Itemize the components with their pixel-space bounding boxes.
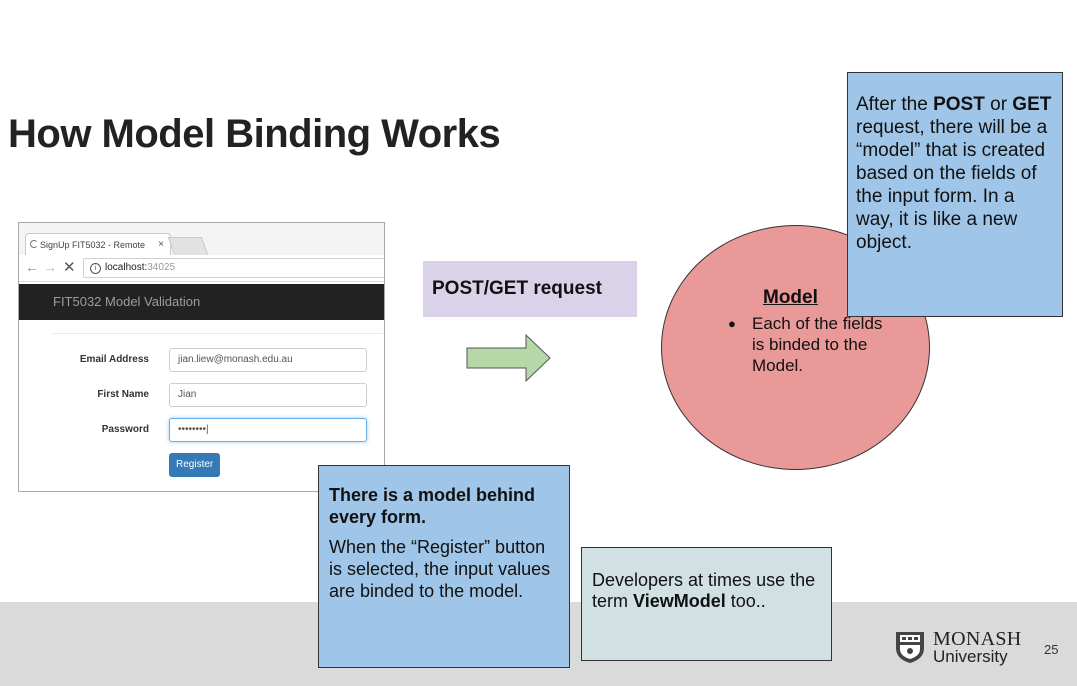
note-model-behind-form: There is a model behind every form. When… [318,465,570,668]
stop-icon[interactable]: ✕ [63,259,76,276]
url-host: localhost: [105,262,148,273]
page-number: 25 [1044,642,1059,657]
tab-close-icon[interactable]: × [158,239,164,250]
app-navbar: FIT5032 Model Validation [19,284,384,320]
tab-title: SignUp FIT5032 - Remote [40,240,146,250]
info-icon[interactable]: i [90,263,101,274]
navbar-brand[interactable]: FIT5032 Model Validation [53,294,201,309]
model-bullet: Each of the fields is binded to the Mode… [728,313,888,376]
url-input[interactable]: i localhost:34025 [83,258,384,278]
email-label: Email Address [79,354,149,365]
browser-screenshot: SignUp FIT5032 - Remote × ← → ✕ i localho… [18,222,385,492]
password-field[interactable]: ••••••••| [169,418,367,442]
register-button[interactable]: Register [169,453,221,477]
browser-tab[interactable]: SignUp FIT5032 - Remote × [25,233,171,255]
model-bullet-list: Each of the fields is binded to the Mode… [728,313,888,376]
password-label: Password [101,424,149,435]
first-name-label: First Name [97,389,149,400]
note-after-text-3: request, there will be a “model” that is… [856,117,1048,253]
note-viewmodel: Developers at times use the term ViewMod… [581,547,832,661]
model-title: Model [763,287,818,308]
note-after-text-2: or [984,94,1013,115]
monash-logo: MONASH University [893,628,1028,668]
logo-university: University [933,647,1008,666]
address-bar: ← → ✕ i localhost:34025 [19,255,384,282]
note-after-text-1: After the [856,94,934,115]
note-form-body: When the “Register” button is selected, … [329,537,551,601]
slide-title: How Model Binding Works [8,112,501,156]
form-divider [53,333,383,334]
tab-loading-icon [30,240,38,248]
first-name-field[interactable]: Jian [169,383,367,407]
note-dev-text-1: Developers at times use the term [592,570,816,611]
forward-arrow-icon[interactable]: → [43,259,57,275]
right-arrow-icon [466,334,551,382]
note-after-request: After the POST or GET request, there wil… [847,72,1063,317]
request-label: POST/GET request [423,261,637,317]
url-port: 34025 [147,262,176,273]
browser-tabbar: SignUp FIT5032 - Remote × [19,223,384,255]
note-after-get: GET [1012,94,1052,115]
note-dev-viewmodel: ViewModel [633,591,726,611]
note-dev-text-2: too.. [725,591,766,611]
back-arrow-icon[interactable]: ← [25,259,39,275]
new-tab-button[interactable] [167,237,209,255]
note-form-heading: There is a model behind every form. [329,485,536,527]
monash-crest-icon [896,632,924,663]
note-after-post: POST [933,94,985,115]
logo-monash: MONASH [933,628,1022,650]
email-field[interactable]: jian.liew@monash.edu.au [169,348,367,372]
